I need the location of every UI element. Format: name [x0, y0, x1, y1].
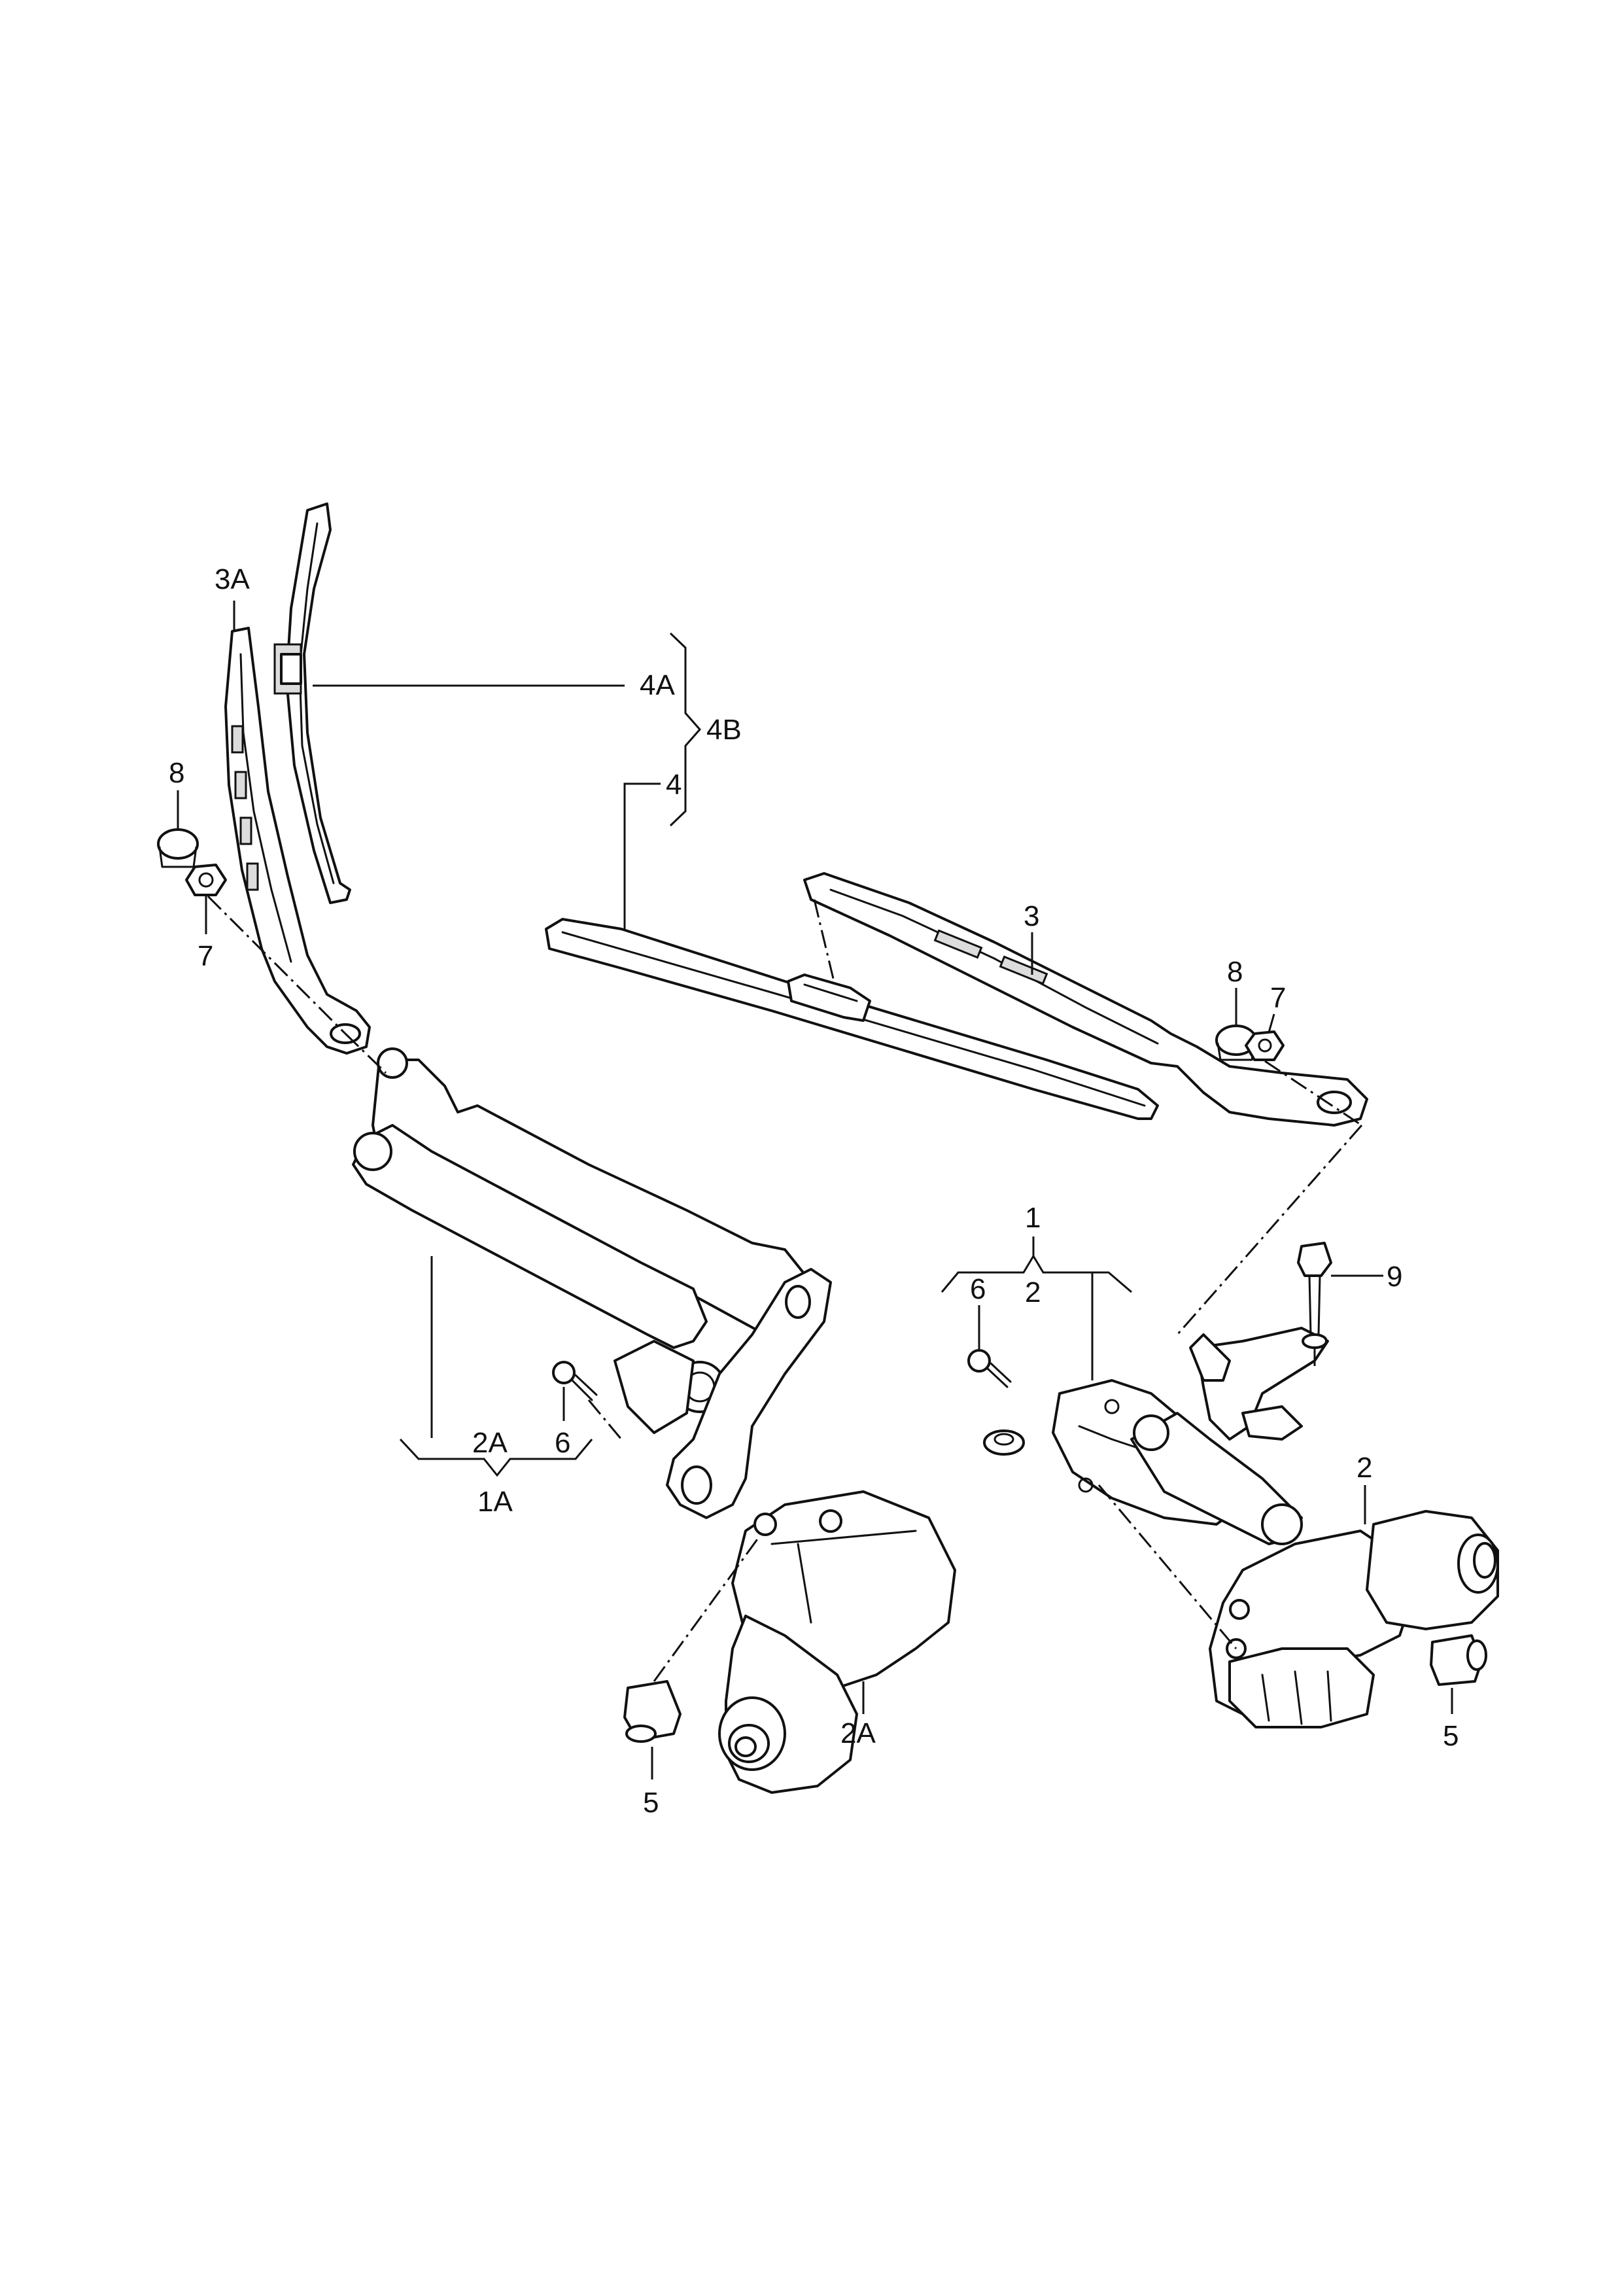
callout-4B: 4B [706, 714, 742, 746]
callout-3A: 3A [215, 563, 250, 595]
callout-7-right: 7 [1270, 982, 1286, 1014]
leader-lines [177, 601, 1453, 1779]
nut-right-icon [1245, 1030, 1285, 1061]
connector-left-icon [623, 1680, 682, 1743]
wiper-arm-right-icon [803, 872, 1368, 1127]
wiper-blade-center-icon [545, 918, 1159, 1120]
callout-9: 9 [1387, 1261, 1402, 1293]
connector-right-icon [1430, 1634, 1487, 1686]
callout-5-right: 5 [1443, 1720, 1459, 1752]
callout-5-left: 5 [643, 1787, 659, 1819]
callout-labels: 3A 4A 4B 4 8 7 3 8 7 1 2 6 9 2 5 2A 6 1A… [169, 563, 1459, 1819]
callout-7-left: 7 [198, 940, 213, 972]
callout-6-left: 6 [555, 1427, 570, 1459]
callout-1: 1 [1025, 1202, 1041, 1234]
wiper-motor-left-icon [718, 1490, 956, 1794]
callout-1A: 1A [477, 1486, 513, 1518]
callout-2-upper: 2 [1025, 1276, 1041, 1308]
callout-2-motor: 2 [1356, 1452, 1372, 1484]
wiper-linkage-right-icon [1052, 1327, 1329, 1545]
grommet-icon [983, 1429, 1025, 1456]
nut-left-icon [185, 864, 227, 896]
callout-2A-motor: 2A [840, 1717, 876, 1749]
cap-left-icon [157, 828, 199, 868]
callout-2A-upper: 2A [472, 1427, 508, 1459]
callout-8-right: 8 [1227, 956, 1243, 988]
bolt-9-icon [1297, 1242, 1332, 1349]
bolt-right-icon [967, 1349, 1012, 1388]
callout-8-left: 8 [169, 757, 184, 789]
wiper-linkage-left-icon [352, 1047, 832, 1519]
wiper-blade-left-icon [273, 502, 351, 904]
callout-6-right: 6 [970, 1273, 986, 1305]
callout-3: 3 [1024, 900, 1039, 932]
bolt-left-icon [552, 1361, 598, 1401]
wiper-motor-right-icon [1209, 1510, 1499, 1728]
callout-4: 4 [666, 769, 682, 801]
callout-4A: 4A [640, 669, 675, 701]
wiper-arm-left-icon [224, 627, 371, 1055]
